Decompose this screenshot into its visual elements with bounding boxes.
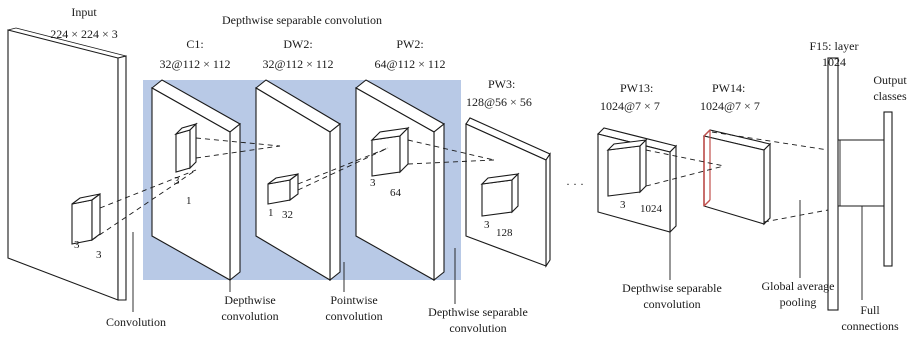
pw14-dims: 1024@7 × 7	[700, 99, 760, 113]
annotation-fc-line2: connections	[841, 319, 899, 333]
dashed-connections	[91, 131, 829, 241]
pw2-dims: 64@112 × 112	[375, 57, 446, 71]
annotation-pointwise-line2: convolution	[325, 309, 382, 323]
ellipsis: · · ·	[566, 177, 584, 191]
dw2-title: DW2:	[283, 37, 312, 51]
annotation-convolution: Convolution	[106, 315, 166, 329]
c1-kernel-label-1: 3	[174, 175, 180, 187]
group-title: Depthwise separable convolution	[222, 13, 382, 27]
c1-title: C1:	[186, 37, 203, 51]
pw13-kernel-label-2: 1024	[640, 203, 663, 215]
pw2-kernel-label-1: 3	[370, 177, 376, 189]
input-layer	[7, 27, 127, 301]
output-bar	[883, 111, 893, 267]
c1-dims: 32@112 × 112	[160, 57, 231, 71]
full-connections	[838, 139, 884, 207]
output-label-line2: classes	[873, 89, 907, 103]
annotation-depthwise-line1: Depthwise	[224, 293, 275, 307]
pw14-title: PW14:	[712, 81, 745, 95]
dw2-kernel-label-2: 32	[282, 209, 293, 221]
pw13-title: PW13:	[620, 81, 653, 95]
annotation-dsc-1-line2: convolution	[449, 321, 506, 335]
input-dims: 224 × 224 × 3	[50, 27, 118, 41]
c1-kernel-label-2: 1	[186, 195, 192, 207]
dw2-dims: 32@112 × 112	[263, 57, 334, 71]
annotation-fc-line1: Full	[860, 303, 880, 317]
pw13-kernel-label-1: 3	[620, 199, 626, 211]
pw3-kernel-label-1: 3	[484, 219, 490, 231]
pw3-dims: 128@56 × 56	[466, 95, 532, 109]
leader-lines	[132, 200, 863, 312]
input-kernel-label-2: 3	[96, 249, 102, 261]
f15-title: F15: layer	[810, 39, 859, 53]
annotation-dsc-2-line1: Depthwise separable	[622, 281, 722, 295]
c1-block	[151, 79, 241, 282]
dw2-block	[255, 79, 341, 282]
annotation-depthwise-line2: convolution	[221, 309, 278, 323]
input-kernel-label-1: 3	[74, 239, 80, 251]
annotation-gap-line1: Global average	[762, 279, 835, 293]
output-label-line1: Output	[873, 73, 907, 87]
f15-dims: 1024	[822, 55, 846, 69]
annotation-dsc-1-line1: Depthwise separable	[428, 305, 528, 319]
annotation-pointwise-line1: Pointwise	[330, 293, 377, 307]
input-title: Input	[71, 5, 97, 19]
f15-layer-bar	[827, 57, 839, 311]
pw2-title: PW2:	[396, 37, 423, 51]
pw13-dims: 1024@7 × 7	[600, 99, 660, 113]
dw2-kernel-label-1: 1	[268, 207, 274, 219]
annotation-dsc-2-line2: convolution	[643, 297, 700, 311]
pw13-block	[596, 127, 678, 234]
pw14-block	[702, 129, 772, 226]
pw3-kernel-label-2: 128	[496, 227, 513, 239]
pw3-title: PW3:	[488, 77, 515, 91]
pw2-kernel-label-2: 64	[390, 187, 402, 199]
pw3-block	[465, 117, 551, 268]
annotation-gap-line2: pooling	[780, 295, 817, 309]
